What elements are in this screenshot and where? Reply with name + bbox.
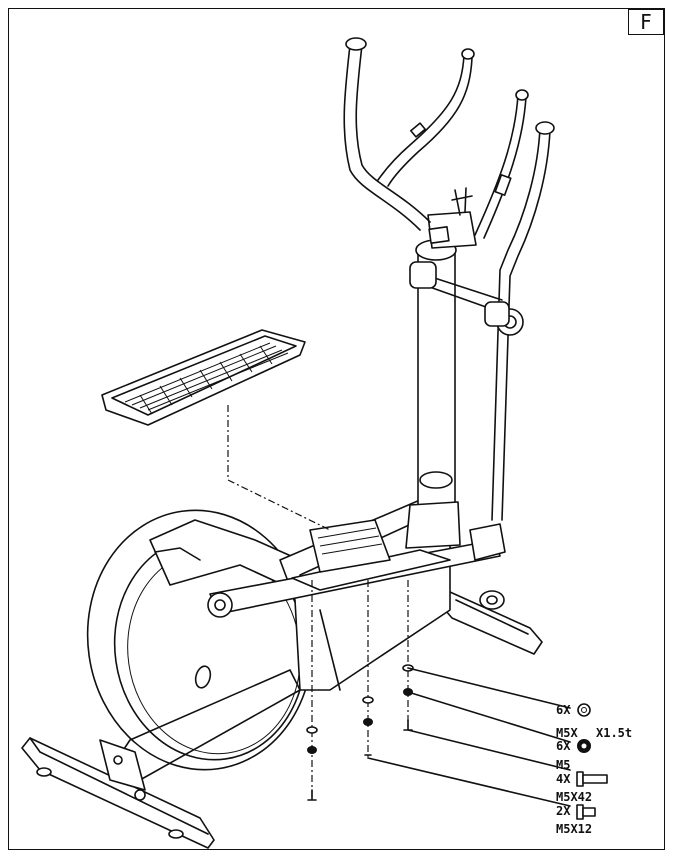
step-label: F xyxy=(628,9,664,35)
hardware-callout-3: 4X M5X42 xyxy=(556,771,608,804)
left-handlebar xyxy=(343,37,475,231)
hw-qty-1: 6X xyxy=(556,703,571,717)
hw-size-4: M5X12 xyxy=(556,822,592,836)
pedal-bracket xyxy=(291,519,451,591)
hardware-callout-2: 6X M5 xyxy=(556,739,591,772)
hw-size-2: M5 xyxy=(556,758,570,772)
leader-lines xyxy=(367,667,571,807)
drawing-frame xyxy=(8,8,665,850)
flat-washer-icon xyxy=(577,703,591,717)
hw-size-3: M5X42 xyxy=(556,790,592,804)
hw-size-1: M5X xyxy=(556,726,578,740)
rear-stabilizer xyxy=(21,737,215,849)
foot-pedal xyxy=(101,329,306,426)
assembly-guide-lines xyxy=(227,405,409,800)
hw-qty-3: 4X xyxy=(556,772,571,786)
hardware-pieces xyxy=(306,664,414,801)
upright-post xyxy=(405,187,477,549)
hw-qty-4: 2X xyxy=(556,804,571,818)
long-bolt-icon xyxy=(576,771,608,787)
front-stabilizer xyxy=(439,590,543,655)
flywheel-housing xyxy=(86,509,314,771)
hardware-callout-4: 2X M5X12 xyxy=(556,804,596,836)
hw-qty-2: 6X xyxy=(556,739,571,753)
hardware-callout-1: 6X M5X X1.5t xyxy=(556,703,632,740)
short-bolt-icon xyxy=(576,804,596,820)
right-handlebar xyxy=(409,89,555,521)
hw-extra-1: X1.5t xyxy=(596,726,632,740)
